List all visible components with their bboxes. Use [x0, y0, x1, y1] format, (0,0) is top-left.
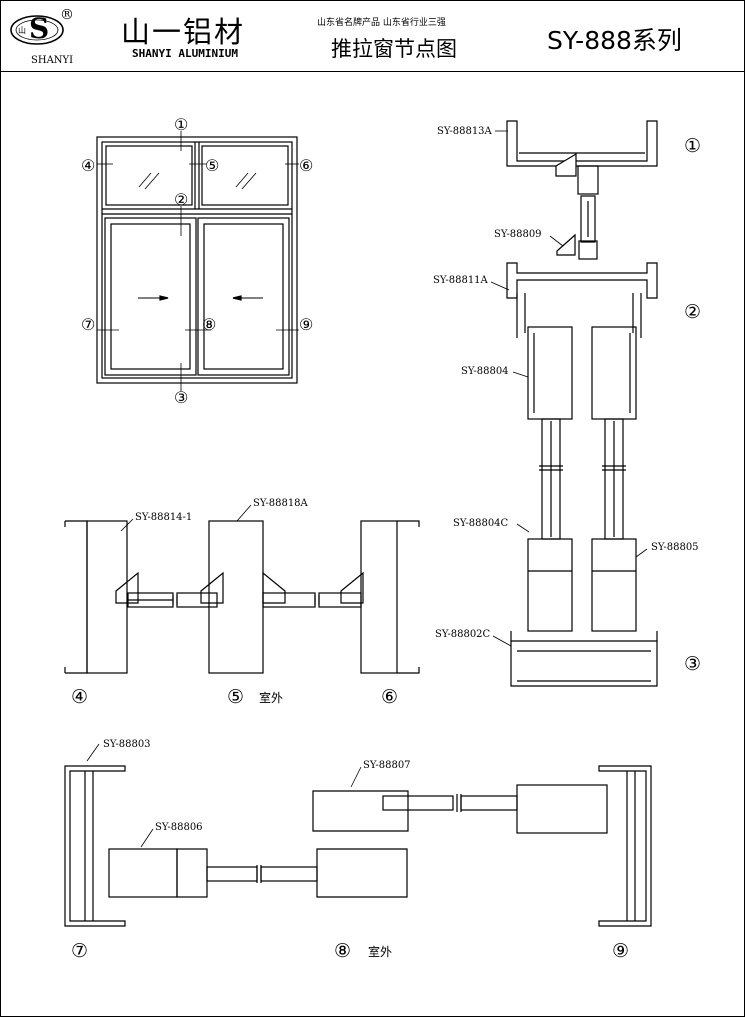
title-block: S 山 ® SHANYI 山一铝材 SHANYI ALUMINIUM 山东省名牌… — [1, 1, 744, 72]
section-node-6: ⑥ — [381, 686, 399, 708]
node-number-1: ① — [174, 115, 189, 134]
part-code-88805: SY-88805 — [651, 542, 699, 553]
section-node-4: ④ — [71, 686, 89, 708]
company-name-cn: 山一铝材 — [121, 15, 246, 49]
horizontal-section-lower — [64, 765, 652, 927]
logo-caption: SHANYI — [31, 55, 74, 66]
section-node-5: ⑤ — [227, 686, 245, 708]
outside-label-upper: 室外 — [259, 691, 284, 705]
part-code-88811a: SY-88811A — [433, 275, 488, 286]
part-code-88809: SY-88809 — [494, 229, 542, 240]
node-number-9: ⑨ — [299, 315, 314, 334]
logo-s-letter: S — [29, 12, 49, 45]
section-node-7: ⑦ — [71, 940, 89, 962]
section-node-3: ③ — [684, 653, 702, 675]
horizontal-section-upper — [64, 520, 420, 674]
series-name: SY-888系列 — [547, 26, 682, 55]
section-node-2: ② — [684, 301, 702, 323]
part-code-88804: SY-88804 — [461, 366, 509, 377]
part-code-88804c: SY-88804C — [453, 518, 509, 529]
part-code-88807: SY-88807 — [363, 760, 411, 771]
node-number-2: ② — [174, 190, 189, 209]
section-node-8: ⑧ — [334, 940, 352, 962]
drawing-title: 推拉窗节点图 — [331, 37, 457, 61]
part-code-88813a: SY-88813A — [437, 126, 492, 137]
part-code-88806: SY-88806 — [155, 822, 203, 833]
drawing-area: ① ④ ⑤ ⑥ ② ⑦ ⑧ ⑨ ③ ① ② ③ ④ ⑤ ⑥ ⑦ ⑧ ⑨ 室外 室… — [1, 72, 744, 1016]
vertical-section — [506, 120, 658, 687]
part-code-88802c: SY-88802C — [435, 629, 491, 640]
company-name-en: SHANYI ALUMINIUM — [132, 47, 238, 60]
section-node-1: ① — [684, 135, 702, 157]
leader-lines — [86, 130, 648, 848]
award-line: 山东省名牌产品 山东省行业三强 — [317, 18, 446, 28]
section-node-9: ⑨ — [612, 940, 630, 962]
node-number-6: ⑥ — [299, 156, 314, 175]
part-code-88814-1: SY-88814-1 — [135, 512, 193, 523]
node-number-3: ③ — [174, 388, 189, 407]
registered-mark: ® — [60, 7, 74, 23]
node-number-5: ⑤ — [205, 156, 220, 175]
node-number-7: ⑦ — [81, 315, 96, 334]
node-number-4: ④ — [81, 156, 96, 175]
logo-mountain-char: 山 — [18, 25, 26, 35]
part-code-88818a: SY-88818A — [253, 498, 308, 509]
part-code-88803: SY-88803 — [103, 739, 151, 750]
shanyi-logo-icon: S 山 ® — [10, 7, 74, 45]
node-number-8: ⑧ — [202, 315, 217, 334]
window-elevation — [96, 131, 299, 391]
outside-label-lower: 室外 — [368, 945, 393, 959]
